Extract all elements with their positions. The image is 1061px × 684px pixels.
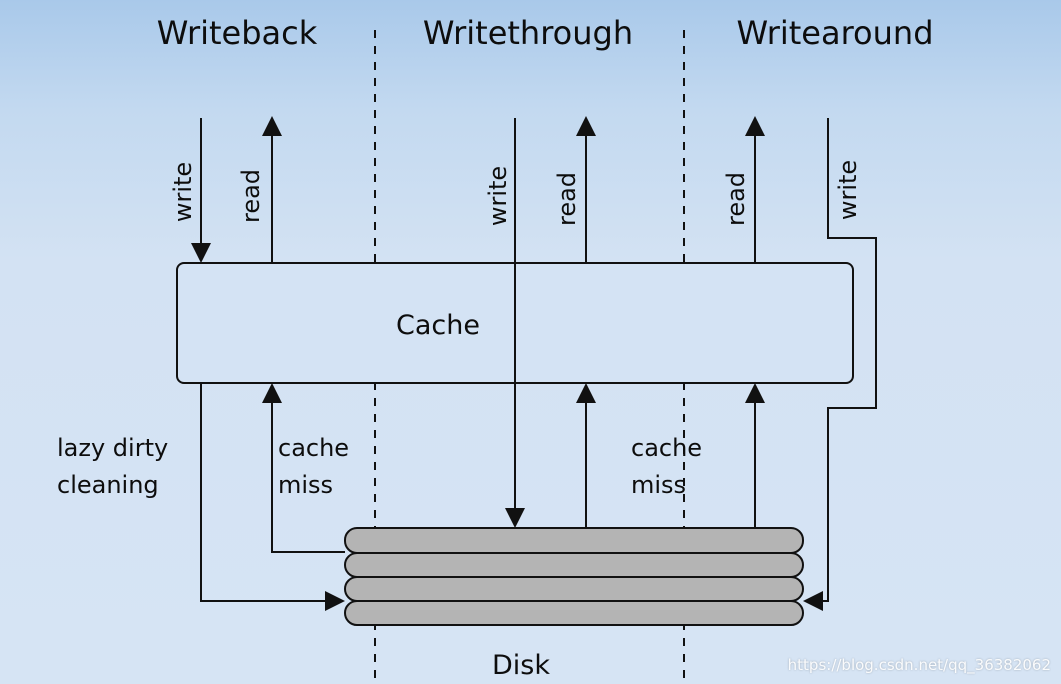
lazy-dirty-label-line1: lazy dirty (57, 434, 168, 462)
cache-miss-label-right-line2: miss (631, 471, 686, 499)
disk-platter (344, 552, 804, 578)
lazy-dirty-label-line2: cleaning (57, 471, 159, 499)
writeback-cache-miss-arrow (262, 383, 345, 553)
cache-miss-label-right-line1: cache (631, 434, 702, 462)
writeback-read-label: read (237, 169, 265, 223)
disk-stack (344, 527, 804, 626)
writeback-write-label: write (169, 162, 197, 222)
writearound-write-arrow (803, 118, 877, 611)
lazy-cleaning-arrow (200, 383, 345, 611)
writearound-write-label: write (834, 160, 862, 220)
disk-label: Disk (492, 650, 550, 681)
header-writearound: Writearound (737, 14, 934, 52)
header-writeback: Writeback (157, 14, 318, 52)
writethrough-read-label: read (553, 172, 581, 226)
disk-platter (344, 576, 804, 602)
cache-label: Cache (396, 310, 480, 341)
writearound-read-label: read (722, 172, 750, 226)
header-writethrough: Writethrough (423, 14, 633, 52)
disk-platter (344, 600, 804, 626)
writethrough-write-label: write (484, 166, 512, 226)
watermark-text: https://blog.csdn.net/qq_36382062 (787, 656, 1051, 674)
disk-platter (344, 527, 804, 554)
cache-miss-label-left-line2: miss (278, 471, 333, 499)
cache-miss-label-left-line1: cache (278, 434, 349, 462)
